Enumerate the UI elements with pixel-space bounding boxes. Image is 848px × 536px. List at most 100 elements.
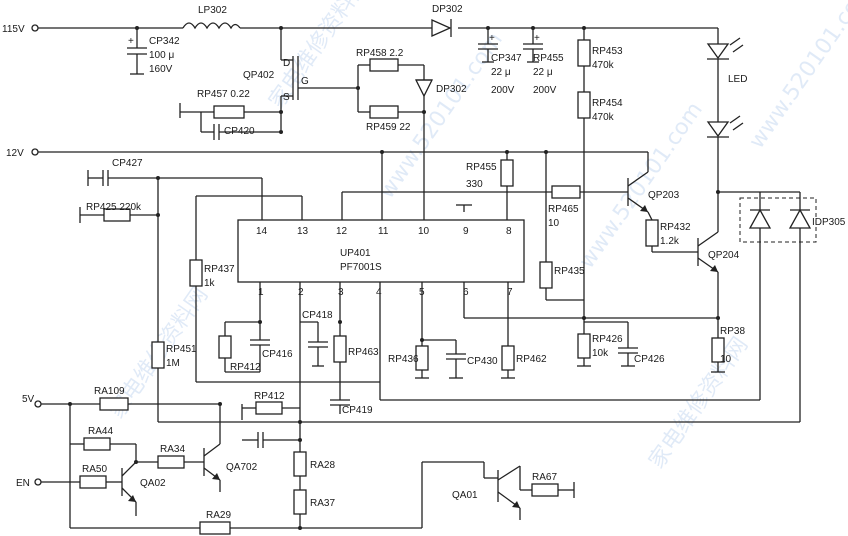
cp347-voltage: 200V (491, 85, 515, 96)
rp462-label: RP462 (516, 354, 547, 365)
rp453-label: RP453 (592, 46, 623, 57)
qa02-label: QA02 (140, 478, 166, 489)
resistor-rp437: RP437 1k (189, 195, 380, 383)
rp426-label: RP426 (592, 334, 623, 345)
ic-pin-10: 10 (418, 226, 430, 237)
cp418-label: CP418 (302, 310, 333, 321)
rp437-value: 1k (204, 278, 216, 289)
rp432-label: RP432 (660, 222, 691, 233)
ic-bottom-wiring: RP412 CP416 CP418 RP463 CP419 (218, 282, 760, 452)
ra29-label: RA29 (206, 510, 231, 521)
rp454-value: 470k (592, 112, 615, 123)
dp302-top-label: DP302 (432, 4, 463, 15)
rp455-value: 330 (466, 179, 483, 190)
led-string: LED (706, 28, 747, 192)
rail-115v: 115V (2, 24, 718, 35)
rp455-label: RP455 (466, 162, 497, 173)
source-sense: RP457 0.22 CP420 (179, 89, 283, 140)
qp203-label: QP203 (648, 190, 680, 201)
watermark-6: www.520101.com (744, 0, 848, 153)
ic-pin-11: 11 (378, 226, 389, 237)
cp430-label: CP430 (467, 356, 498, 367)
ic-pin-6: 6 (463, 287, 469, 298)
rail-115v-label: 115V (2, 24, 25, 35)
dp302-bottom-label: DP302 (436, 84, 467, 95)
qp402-label: QP402 (243, 70, 275, 81)
mosfet-qp402: QP402 D G S (243, 26, 358, 130)
capacitor-cp342: + CP342 100 μ 160V (127, 26, 180, 75)
driver-stage: RP465 10 QP203 RP432 1.2k QP204 (548, 151, 740, 338)
rail-5v-label: 5V (22, 394, 35, 405)
svg-text:+: + (534, 33, 540, 44)
gate-network: RP458 2.2 RP459 22 DP302 (356, 48, 467, 220)
qp402-g: G (301, 76, 309, 87)
ic-pin-4: 4 (376, 287, 382, 298)
ic-top-wiring: RP455 330 (341, 150, 580, 220)
ra28-ra37-ra29: RA28 RA37 RA29 (70, 451, 422, 535)
idp305-label: IDP305 (812, 217, 846, 228)
qa01-label: QA01 (452, 490, 478, 501)
rp435-label: RP435 (554, 266, 585, 277)
ic-pin-8: 8 (506, 226, 512, 237)
rp454-label: RP454 (592, 98, 623, 109)
ra28-label: RA28 (310, 460, 335, 471)
rail-en-label: EN (16, 478, 30, 489)
cp420-label: CP420 (224, 126, 255, 137)
svg-text:+: + (128, 36, 134, 47)
led-label: LED (728, 74, 747, 85)
en-section: RA44 EN RA50 QA02 RA34 QA702 (16, 426, 300, 516)
ic-pin-3: 3 (338, 287, 344, 298)
ic-pin-7: 7 (507, 287, 513, 298)
ic-pin-12: 12 (336, 226, 348, 237)
cp427-label: CP427 (112, 158, 143, 169)
inductor-lp302: LP302 (182, 5, 241, 30)
ic-pin-1: 1 (258, 287, 264, 298)
ra37-label: RA37 (310, 498, 335, 509)
rp412b-label: RP412 (254, 391, 285, 402)
rp412a-label: RP412 (230, 362, 261, 373)
resistor-chain-rp453-rp454: RP453 470k RP454 470k (577, 26, 623, 320)
cp416-label: CP416 (262, 349, 293, 360)
rp432-value: 1.2k (660, 236, 680, 247)
rp426-cp426: RP426 10k CP426 (577, 318, 665, 367)
rp457-label: RP457 0.22 (197, 89, 250, 100)
ra109-label: RA109 (94, 386, 125, 397)
rp451-value: 1M (166, 358, 180, 369)
ic-part: PF7001S (340, 262, 382, 273)
rp425-label: RP425 220k (86, 202, 142, 213)
ra50-label: RA50 (82, 464, 107, 475)
ic-ref: UP401 (340, 248, 371, 259)
diode-idp305: IDP305 (718, 191, 846, 422)
rp437-label: RP437 (204, 264, 235, 275)
lp302-label: LP302 (198, 5, 227, 16)
rp458-label: RP458 2.2 (356, 48, 404, 59)
rp453-value: 470k (592, 60, 615, 71)
svg-text:+: + (489, 33, 495, 44)
rail-5v: 5V RA109 (22, 386, 222, 528)
qp204-label: QP204 (708, 250, 740, 261)
ra44-label: RA44 (88, 426, 113, 437)
capacitor-cp347: + CP347 22 μ 200V (478, 26, 522, 96)
capacitor-cp427: CP427 (87, 158, 263, 220)
rp38-value: 10 (720, 354, 732, 365)
rp426-value: 10k (592, 348, 609, 359)
rail-12v: 12V (6, 148, 640, 159)
resistor-rp425: RP425 220k (79, 202, 160, 223)
ic-up401: UP401 PF7001S 14 13 12 11 10 9 8 1 2 3 4… (237, 219, 525, 298)
cp419-label: CP419 (342, 405, 373, 416)
rp455c-label: RP455 (533, 53, 564, 64)
ic-pin-14: 14 (256, 226, 268, 237)
rp465-label: RP465 (548, 204, 579, 215)
rail-12v-label: 12V (6, 148, 24, 159)
resistor-rp38: RP38 10 (711, 326, 745, 373)
ra34-label: RA34 (160, 444, 185, 455)
cp342-voltage: 160V (149, 64, 173, 75)
resistor-rp412b: RP412 (241, 391, 300, 420)
cp347-label: CP347 (491, 53, 522, 64)
qa01-ra67: QA01 RA67 (421, 461, 575, 528)
rp455c-value: 22 μ (533, 67, 553, 78)
diode-dp302-top: DP302 (431, 4, 463, 38)
watermark-4: www.520101.com (574, 98, 707, 274)
resistor-rp451: RP451 1M (151, 178, 300, 423)
ic-pin-9: 9 (463, 226, 469, 237)
